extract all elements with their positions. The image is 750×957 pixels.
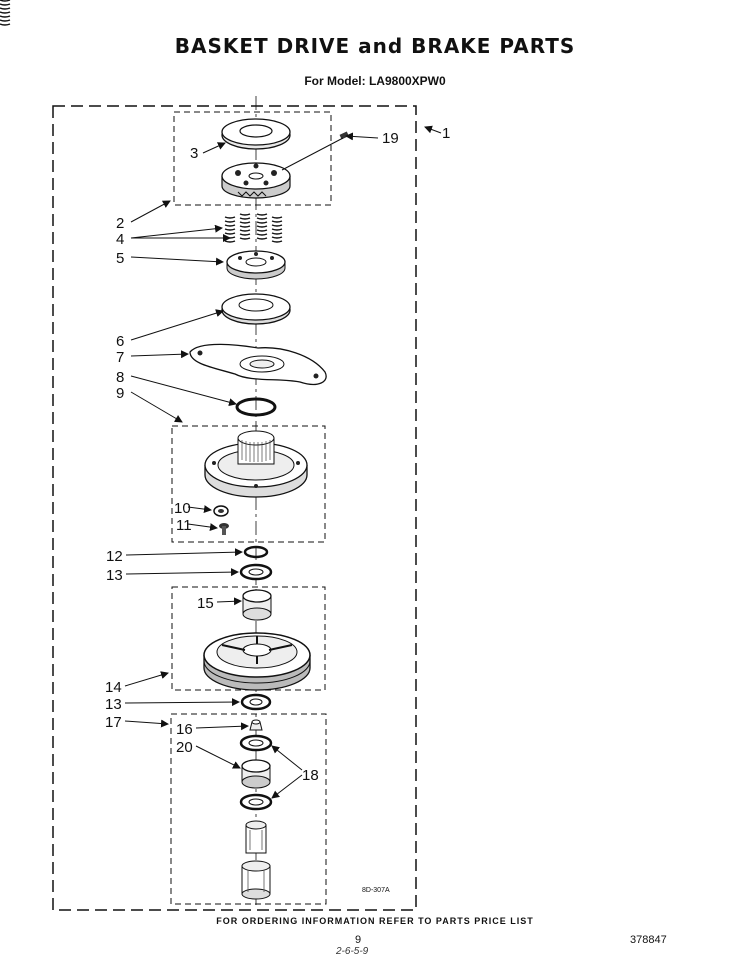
part-13-washer-upper	[239, 563, 273, 581]
label-9: 9	[116, 385, 124, 402]
label-10: 10	[174, 500, 191, 517]
label-1: 1	[442, 125, 450, 142]
label-5: 5	[116, 250, 124, 267]
ordering-footer: FOR ORDERING INFORMATION REFER TO PARTS …	[216, 916, 534, 926]
part-14-pulley	[203, 632, 311, 691]
part-11-screw	[219, 523, 229, 535]
page-number: 9	[355, 934, 362, 946]
shaft-cylinder	[241, 860, 271, 900]
part-9-hub-assembly	[204, 430, 308, 498]
part-4-springs	[0, 0, 283, 243]
label-13-lower: 13	[105, 696, 122, 713]
page-title: BASKET DRIVE and BRAKE PARTS	[174, 34, 576, 58]
document-number: 378847	[630, 934, 667, 946]
diagram-code: 8D-307A	[362, 887, 390, 894]
label-19: 19	[382, 130, 399, 147]
part-3-washer	[221, 118, 291, 150]
part-13-washer-lower	[240, 693, 272, 711]
label-7: 7	[116, 349, 124, 366]
group-box-brake-top	[173, 111, 332, 206]
label-20: 20	[176, 739, 193, 756]
assembly-boundary	[52, 105, 417, 911]
part-18-bearing-upper	[239, 734, 273, 752]
group-box-bearings	[170, 713, 327, 905]
part-10-nut	[213, 505, 229, 517]
shaft-sleeve	[245, 820, 267, 854]
part-8-retaining-ring	[235, 397, 277, 417]
label-12: 12	[106, 548, 123, 565]
label-3: 3	[190, 145, 198, 162]
leader-lines	[124, 125, 442, 799]
part-6-lining-ring	[221, 293, 291, 325]
callout-labels: 3 19 1 2 4 5 6 7 8 9 10 11 12 13 15 14 1…	[105, 125, 450, 894]
part-2-brake-plate	[221, 162, 291, 199]
label-13-upper: 13	[106, 567, 123, 584]
part-18-bearing-lower	[239, 793, 273, 811]
label-16: 16	[176, 721, 193, 738]
part-19-pin	[339, 131, 349, 140]
handwritten-note: 2-6-5-9	[336, 946, 369, 957]
model-subtitle: For Model: LA9800XPW0	[304, 74, 446, 88]
label-6: 6	[116, 333, 124, 350]
part-12-snap-ring	[243, 545, 269, 559]
part-15-bushing	[242, 589, 272, 621]
label-14: 14	[105, 679, 122, 696]
group-box-hub	[171, 425, 326, 543]
part-20-bushing	[241, 759, 271, 789]
label-18: 18	[302, 767, 319, 784]
label-11: 11	[176, 517, 192, 534]
label-15: 15	[197, 595, 214, 612]
label-8: 8	[116, 369, 124, 386]
label-17: 17	[105, 714, 122, 731]
part-7-bracket	[189, 343, 327, 386]
label-4: 4	[116, 231, 124, 248]
part-5-brake-disk	[226, 250, 286, 280]
part-16-cap	[249, 719, 263, 731]
label-2: 2	[116, 215, 124, 232]
